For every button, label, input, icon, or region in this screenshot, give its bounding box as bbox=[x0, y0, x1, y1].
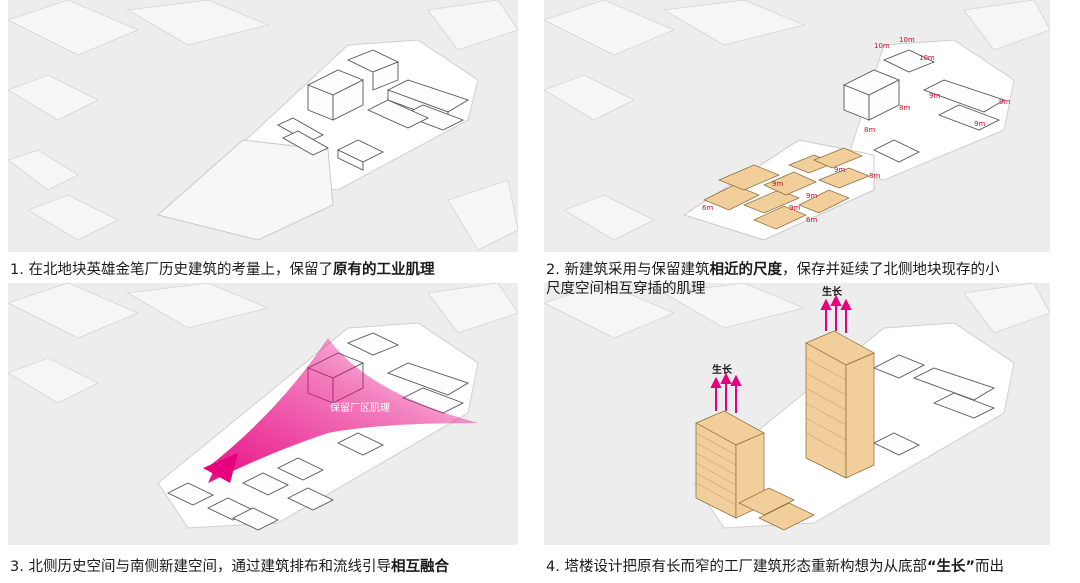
caption-emphasis: “生长” bbox=[926, 559, 976, 575]
height-label: 8m bbox=[869, 172, 880, 180]
height-label: 9m bbox=[789, 204, 800, 212]
axonometric-flow-integration: 保留厂区肌理 bbox=[8, 283, 518, 531]
flow-label: 保留厂区肌理 bbox=[330, 401, 390, 414]
caption-1: 1. 在北地块英雄金笔厂历史建筑的考量上，保留了原有的工业肌理 bbox=[10, 260, 434, 280]
height-label: 10m bbox=[874, 42, 890, 50]
caption-2: 2. 新建筑采用与保留建筑相近的尺度，保存并延续了北侧地块现存的小 bbox=[546, 260, 999, 280]
height-label: 9m bbox=[772, 180, 783, 188]
diagram-panel-2: 10m 10m 10m 9m 9m 9m 9m 9m 9m 9m 8m 8m 8… bbox=[544, 0, 1050, 252]
diagram-panel-3: 保留厂区肌理 bbox=[8, 283, 518, 545]
caption-text: 尺度空间相互穿插的肌理 bbox=[546, 281, 706, 297]
diagram-panel-1 bbox=[8, 0, 518, 252]
height-label: 9m bbox=[806, 192, 817, 200]
caption-text: 3. 北侧历史空间与南侧新建空间，通过建筑排布和流线引导 bbox=[10, 559, 391, 575]
height-label: 9m bbox=[834, 166, 845, 174]
caption-emphasis: 原有的工业肌理 bbox=[332, 262, 435, 278]
diagram-panel-4: 生长 生长 bbox=[544, 283, 1050, 545]
axonometric-tower-growth: 生长 生长 bbox=[544, 283, 1050, 531]
height-label: 9m bbox=[974, 120, 985, 128]
height-label: 9m bbox=[999, 98, 1010, 106]
growth-label: 生长 bbox=[822, 285, 843, 298]
caption-text: 1. 在北地块英雄金笔厂历史建筑的考量上，保留了 bbox=[10, 262, 333, 278]
growth-label: 生长 bbox=[712, 363, 733, 376]
height-label: 8m bbox=[864, 126, 875, 134]
caption-3: 3. 北侧历史空间与南侧新建空间，通过建筑排布和流线引导相互融合 bbox=[10, 557, 449, 577]
caption-emphasis: 相互融合 bbox=[390, 559, 449, 575]
caption-text: 2. 新建筑采用与保留建筑 bbox=[546, 262, 710, 278]
caption-text: ，保存并延续了北侧地块现存的小 bbox=[781, 262, 1000, 278]
caption-text: 4. 塔楼设计把原有长而窄的工厂建筑形态重新构想为从底部 bbox=[546, 559, 927, 575]
axonometric-existing-fabric bbox=[8, 0, 518, 251]
height-label: 9m bbox=[929, 92, 940, 100]
height-label: 8m bbox=[899, 104, 910, 112]
height-label: 6m bbox=[702, 204, 713, 212]
axonometric-scale-heights: 10m 10m 10m 9m 9m 9m 9m 9m 9m 9m 8m 8m 8… bbox=[544, 0, 1050, 241]
height-label: 10m bbox=[919, 54, 935, 62]
height-label: 10m bbox=[899, 36, 915, 44]
caption-text: 而出 bbox=[975, 559, 1005, 575]
caption-4: 4. 塔楼设计把原有长而窄的工厂建筑形态重新构想为从底部“生长”而出 bbox=[546, 557, 1004, 577]
caption-2-line2: 尺度空间相互穿插的肌理 bbox=[546, 279, 706, 299]
height-label: 6m bbox=[806, 216, 817, 224]
caption-emphasis: 相近的尺度 bbox=[709, 262, 782, 278]
